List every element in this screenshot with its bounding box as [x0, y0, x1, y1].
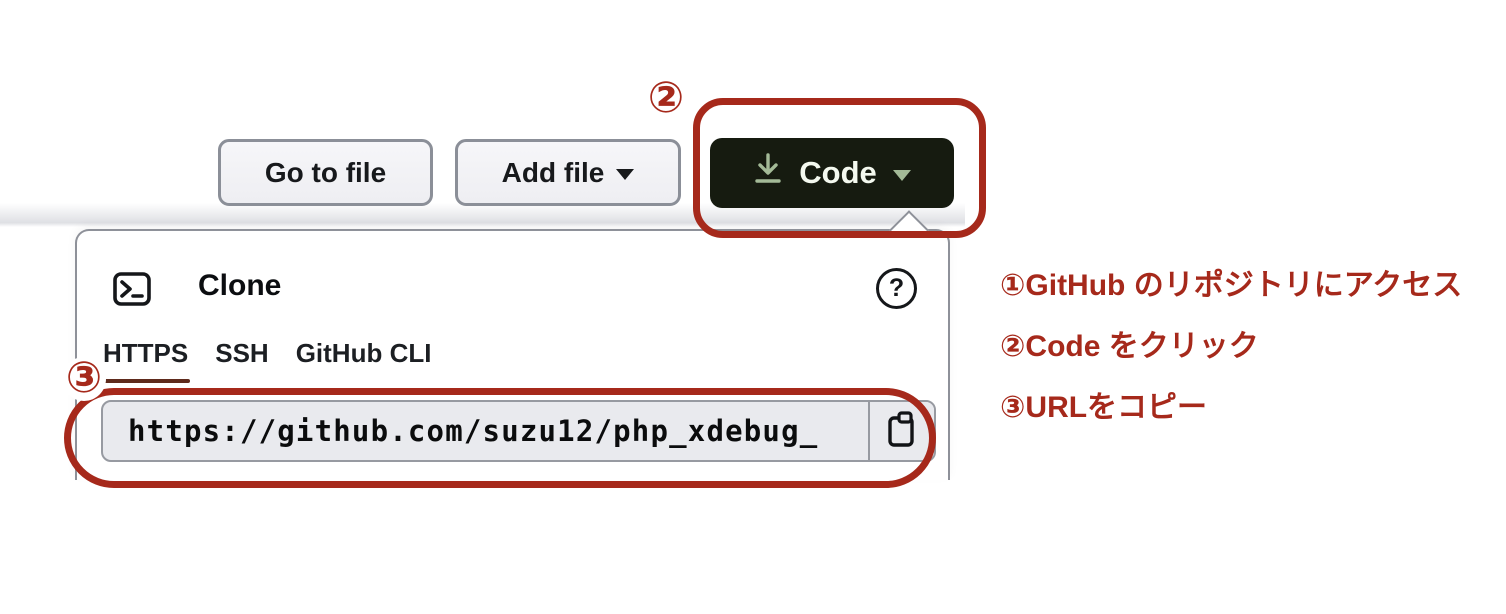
code-button-label: Code [799, 155, 877, 190]
clone-panel-title: Clone [198, 269, 282, 302]
chevron-down-icon [616, 169, 635, 180]
tab-github-cli[interactable]: GitHub CLI [295, 338, 432, 368]
help-glyph: ? [888, 274, 905, 302]
annotation-step-1: ①GitHub のリポジトリにアクセス [1000, 269, 1463, 302]
dropdown-notch [889, 210, 929, 250]
code-button[interactable]: Code [710, 138, 954, 208]
annotation-badge-2: ② [644, 77, 688, 121]
clipboard-icon [886, 410, 918, 453]
add-file-label: Add file [501, 156, 605, 188]
add-file-button[interactable]: Add file [455, 139, 681, 206]
go-to-file-button[interactable]: Go to file [218, 139, 433, 206]
download-icon [753, 153, 783, 193]
clone-url-box: https://github.com/suzu12/php_xdebug_ [101, 400, 936, 462]
clone-protocol-tabs: HTTPS SSH GitHub CLI [100, 338, 432, 383]
terminal-icon [113, 272, 151, 311]
tab-https[interactable]: HTTPS [100, 338, 191, 383]
copy-url-button[interactable] [868, 402, 934, 460]
annotation-step-3: ③URLをコピー [1000, 391, 1208, 424]
annotation-step-2: ②Code をクリック [1000, 330, 1259, 363]
go-to-file-label: Go to file [264, 156, 387, 188]
clone-url-input[interactable]: https://github.com/suzu12/php_xdebug_ [128, 414, 819, 448]
code-dropdown-panel: Clone ? HTTPS SSH GitHub CLI https://git… [75, 210, 950, 480]
chevron-down-icon [892, 169, 911, 181]
annotation-steps: ①GitHub のリポジトリにアクセス ②Code をクリック ③URLをコピー [1000, 255, 1462, 438]
help-icon[interactable]: ? [876, 268, 917, 309]
annotation-badge-3: ③ [62, 357, 106, 401]
tab-ssh[interactable]: SSH [215, 338, 269, 368]
